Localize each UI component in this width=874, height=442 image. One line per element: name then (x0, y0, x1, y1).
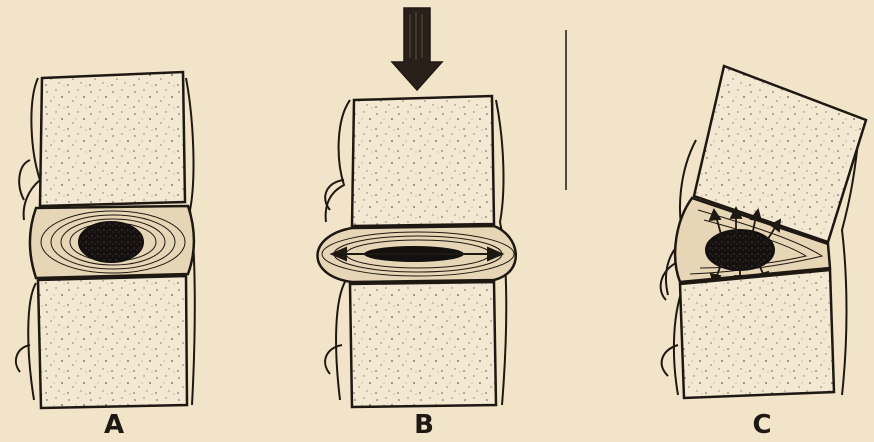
nucleus-pulposus-a (79, 222, 143, 262)
panel-label-c: C (742, 410, 782, 440)
panel-c-flexed-spine (661, 66, 866, 398)
panel-a-neutral-spine (16, 72, 195, 408)
nucleus-pulposus-c (706, 230, 774, 270)
compression-arrow-icon (392, 8, 442, 90)
disc-b (318, 226, 516, 282)
panel-label-a: A (94, 410, 134, 440)
panel-label-b: B (404, 410, 444, 440)
panel-b-compressed-spine (318, 8, 516, 407)
disc-a (30, 206, 194, 278)
